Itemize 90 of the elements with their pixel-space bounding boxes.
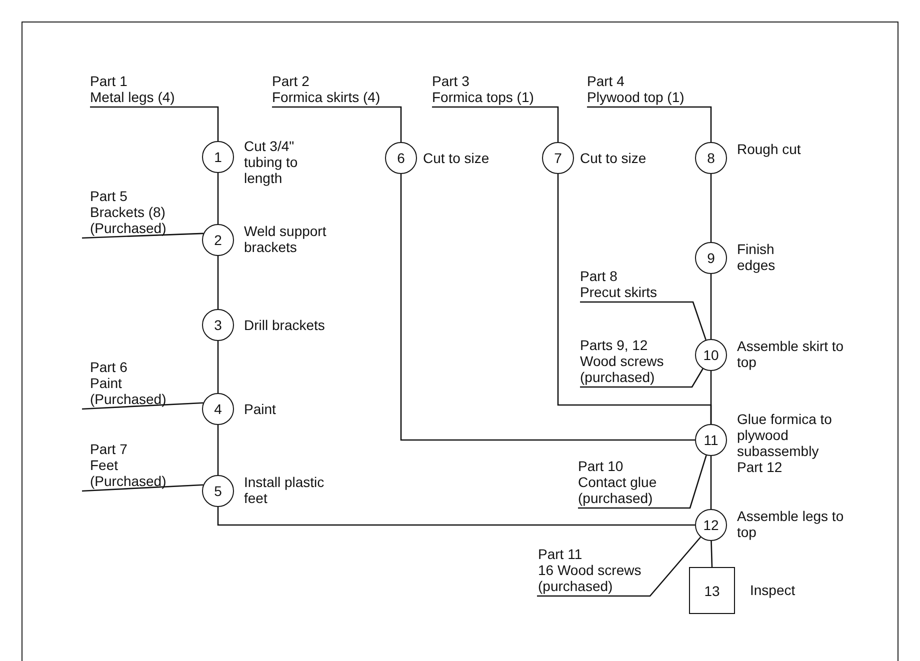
operation-circle bbox=[542, 142, 574, 174]
flow-line bbox=[400, 174, 695, 441]
part-label: (Purchased) bbox=[90, 220, 168, 236]
flow-line bbox=[432, 106, 559, 142]
operation-circle bbox=[202, 224, 234, 256]
part-label: (purchased) bbox=[580, 369, 656, 385]
operation-circle bbox=[695, 509, 727, 541]
flow-line bbox=[710, 371, 712, 424]
part-label: Wood screws bbox=[580, 353, 665, 369]
flow-line bbox=[710, 174, 712, 242]
part-label: Paint bbox=[90, 375, 123, 391]
part-label: Brackets (8) bbox=[90, 204, 166, 220]
operation-label: Assemble skirt to top bbox=[737, 338, 845, 370]
flow-line bbox=[710, 540, 713, 568]
operation-label: Inspect bbox=[750, 582, 796, 598]
operation-label: Drill brackets bbox=[244, 317, 326, 333]
operation-circle bbox=[695, 339, 727, 371]
part-label: Feet bbox=[90, 457, 120, 473]
operation-label: Paint bbox=[244, 401, 277, 417]
part-label: Part 6 bbox=[90, 359, 128, 375]
part-label: Metal legs (4) bbox=[90, 89, 176, 105]
flow-line bbox=[82, 484, 204, 492]
operation-label: Cut to size bbox=[580, 150, 648, 166]
step-number: 10 bbox=[703, 347, 719, 363]
flow-line bbox=[82, 402, 204, 410]
part-label: 16 Wood screws bbox=[538, 562, 642, 578]
part-label: (purchased) bbox=[538, 578, 614, 594]
step-number: 2 bbox=[214, 232, 222, 248]
operation-label: Cut 3/4" tubing to length bbox=[244, 138, 299, 186]
operation-label: Install plastic feet bbox=[244, 474, 326, 506]
part-label: Part 2 bbox=[272, 73, 310, 89]
part-label: Part 4 bbox=[587, 73, 626, 89]
flow-line bbox=[580, 368, 704, 388]
inspection-box bbox=[689, 567, 735, 614]
operation-circle bbox=[385, 142, 417, 174]
part-label: (Purchased) bbox=[90, 473, 168, 489]
flow-line bbox=[587, 106, 712, 142]
flow-line bbox=[217, 173, 219, 224]
part-label: Part 3 bbox=[432, 73, 470, 89]
part-label: Part 10 bbox=[578, 458, 624, 474]
part-label: Contact glue bbox=[578, 474, 658, 490]
step-number: 5 bbox=[214, 483, 222, 499]
flow-line bbox=[217, 256, 219, 309]
flow-line bbox=[217, 341, 219, 393]
flow-line bbox=[217, 425, 219, 475]
operation-label: Rough cut bbox=[737, 141, 802, 157]
step-number: 7 bbox=[554, 150, 562, 166]
part-label: Plywood top (1) bbox=[587, 89, 686, 105]
operation-circle bbox=[695, 424, 727, 456]
flow-line bbox=[217, 507, 695, 526]
step-number: 1 bbox=[214, 149, 222, 165]
part-label: (purchased) bbox=[578, 490, 654, 506]
step-number: 13 bbox=[704, 582, 720, 598]
operation-circle bbox=[695, 142, 727, 174]
step-number: 4 bbox=[214, 401, 222, 417]
flow-line bbox=[580, 301, 706, 340]
part-label: Formica skirts (4) bbox=[272, 89, 382, 105]
operation-label: Finish edges bbox=[737, 241, 776, 273]
part-label: Part 5 bbox=[90, 188, 128, 204]
step-number: 12 bbox=[703, 517, 719, 533]
part-label: Precut skirts bbox=[580, 284, 658, 300]
flow-line bbox=[90, 106, 219, 141]
operation-circle bbox=[202, 475, 234, 507]
step-number: 11 bbox=[704, 432, 718, 448]
operation-label: Glue formica to plywood subassembly bbox=[737, 411, 833, 459]
part-label: Part 1 bbox=[90, 73, 128, 89]
operation-circle bbox=[202, 309, 234, 341]
flow-line bbox=[272, 106, 402, 142]
operation-circle bbox=[202, 141, 234, 173]
step-number: 8 bbox=[707, 150, 715, 166]
step-number: 9 bbox=[707, 250, 715, 266]
flow-line bbox=[710, 274, 712, 339]
step-number: 6 bbox=[397, 150, 405, 166]
flow-line bbox=[710, 456, 712, 509]
operation-circle bbox=[202, 393, 234, 425]
flow-line bbox=[578, 455, 707, 509]
operation-label: Weld support brackets bbox=[244, 223, 328, 255]
part-label: (Purchased) bbox=[90, 391, 168, 407]
operation-label: Cut to size bbox=[423, 150, 490, 166]
part-label: Part 8 bbox=[580, 268, 618, 284]
part-label: Part 7 bbox=[90, 441, 128, 457]
part-label: Part 11 bbox=[538, 546, 584, 562]
operation-label: Assemble legs to top bbox=[737, 508, 845, 540]
flow-line bbox=[537, 536, 702, 597]
operation-label: Part 12 bbox=[737, 459, 784, 475]
part-label: Parts 9, 12 bbox=[580, 337, 649, 353]
flow-line bbox=[82, 232, 204, 239]
step-number: 3 bbox=[214, 317, 222, 333]
operation-circle bbox=[695, 242, 727, 274]
part-label: Formica tops (1) bbox=[432, 89, 535, 105]
